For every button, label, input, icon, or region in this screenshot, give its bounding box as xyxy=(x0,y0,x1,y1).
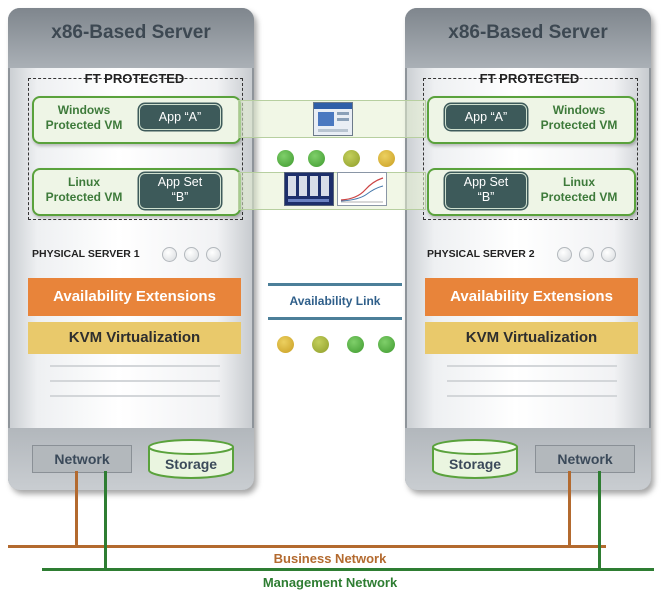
server-2-title: x86-Based Server xyxy=(448,22,608,43)
server-1-ft-label: FT PROTECTED xyxy=(84,71,185,86)
link-dot-bottom-3 xyxy=(347,336,364,353)
server-1-management-drop xyxy=(104,471,107,570)
server-1-vent-line-2 xyxy=(50,380,220,382)
server-1-vent-line-1 xyxy=(50,365,220,367)
server-2-ft-label: FT PROTECTED xyxy=(479,71,580,86)
server-1: x86-Based Server FT PROTECTED Windows Pr… xyxy=(8,8,254,490)
server-2-ft-protected-box xyxy=(423,78,638,220)
server-2-app-set-b: App Set “B” xyxy=(445,173,527,209)
linux-app-thumbnail-icon xyxy=(284,172,334,206)
server-1-kvm-virtualization: KVM Virtualization xyxy=(28,322,241,354)
server-2-availability-extensions: Availability Extensions xyxy=(425,278,638,316)
link-dot-top-4 xyxy=(378,150,395,167)
server-1-indicator-2 xyxy=(184,247,199,262)
storage-cylinder-icon xyxy=(148,439,234,479)
business-network-line xyxy=(8,545,606,548)
server-2-indicator-2 xyxy=(579,247,594,262)
link-dot-top-1 xyxy=(277,150,294,167)
server-1-windows-vm-label: Windows Protected VM xyxy=(45,103,123,132)
server-2-vent-line-3 xyxy=(447,395,617,397)
server-2-business-drop xyxy=(568,471,571,547)
server-2-vent-line-1 xyxy=(447,365,617,367)
server-1-ft-protected-box xyxy=(28,78,243,220)
server-2-storage: Storage xyxy=(431,438,519,480)
server-1-top xyxy=(8,8,254,68)
server-2-management-drop xyxy=(598,471,601,570)
server-1-storage-label: Storage xyxy=(164,456,218,472)
management-network-line xyxy=(42,568,654,571)
availability-link-label: Availability Link xyxy=(289,294,381,308)
server-1-app-a: App “A” xyxy=(139,104,221,130)
link-dot-bottom-2 xyxy=(312,336,329,353)
server-1-physical-label: PHYSICAL SERVER 1 xyxy=(32,248,140,260)
server-1-app-set-b: App Set “B” xyxy=(139,173,221,209)
server-2-vent-line-2 xyxy=(447,380,617,382)
business-network-label: Business Network xyxy=(273,551,387,566)
server-2-indicator-3 xyxy=(601,247,616,262)
server-2-windows-vm-label: Windows Protected VM xyxy=(540,103,618,132)
server-2-storage-label: Storage xyxy=(448,456,502,472)
server-1-title: x86-Based Server xyxy=(51,22,211,43)
chart-thumbnail-icon xyxy=(337,172,387,206)
server-1-network: Network xyxy=(32,445,132,473)
link-dot-top-2 xyxy=(308,150,325,167)
server-1-business-drop xyxy=(75,471,78,547)
server-2-kvm-virtualization: KVM Virtualization xyxy=(425,322,638,354)
link-dot-top-3 xyxy=(343,150,360,167)
link-dot-bottom-4 xyxy=(378,336,395,353)
server-1-indicator-1 xyxy=(162,247,177,262)
server-1-indicator-3 xyxy=(206,247,221,262)
management-network-label: Management Network xyxy=(262,575,398,590)
availability-link-top-line xyxy=(268,283,402,286)
server-1-vent-line-3 xyxy=(50,395,220,397)
server-1-linux-vm-label: Linux Protected VM xyxy=(45,175,123,204)
link-dot-bottom-1 xyxy=(277,336,294,353)
server-2-network: Network xyxy=(535,445,635,473)
storage-cylinder-icon xyxy=(432,439,518,479)
server-2-indicator-1 xyxy=(557,247,572,262)
server-2-top xyxy=(405,8,651,68)
windows-app-thumbnail-icon xyxy=(313,102,353,136)
server-1-availability-extensions: Availability Extensions xyxy=(28,278,241,316)
availability-link-bottom-line xyxy=(268,317,402,320)
server-2-linux-vm-label: Linux Protected VM xyxy=(540,175,618,204)
server-2: x86-Based Server FT PROTECTED App “A” Wi… xyxy=(405,8,651,490)
server-1-storage: Storage xyxy=(147,438,235,480)
server-2-physical-label: PHYSICAL SERVER 2 xyxy=(427,248,535,260)
server-2-app-a: App “A” xyxy=(445,104,527,130)
